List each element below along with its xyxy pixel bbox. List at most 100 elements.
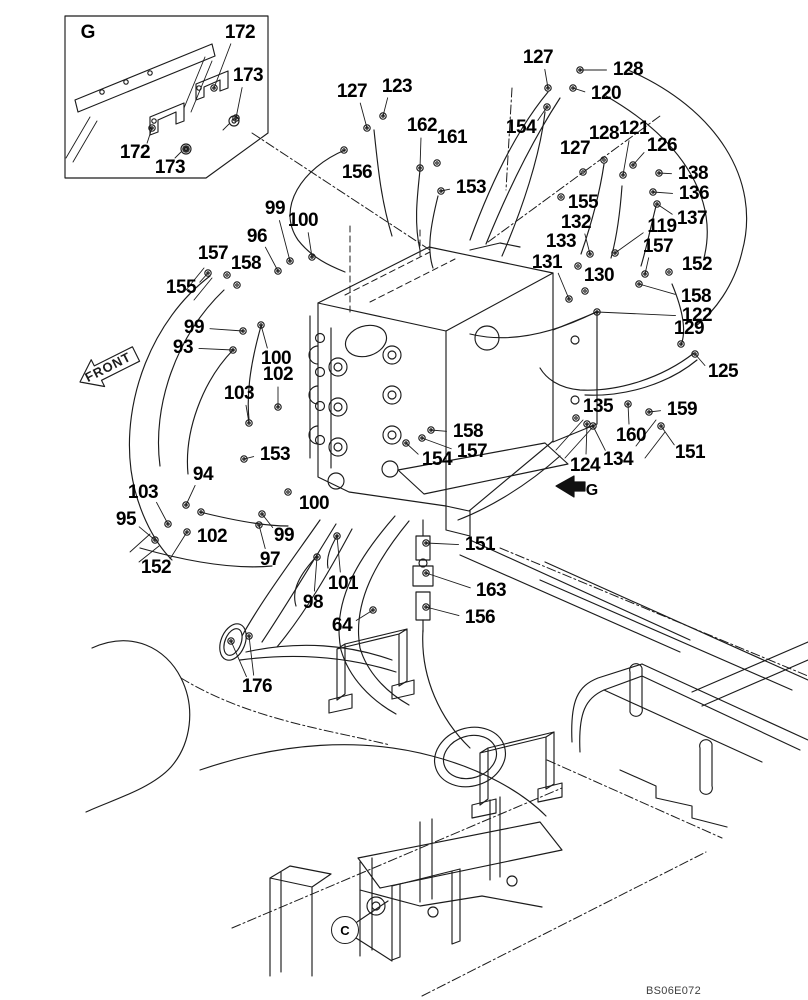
- fitting-glyph-center-101: [335, 534, 339, 538]
- leader-line-103: [156, 501, 169, 525]
- leader-line-162: [419, 137, 422, 169]
- leader-line-124: [585, 423, 588, 455]
- fitting-glyph-center-102: [276, 405, 280, 409]
- part-callout-157: 157: [456, 441, 488, 462]
- fitting-glyph-center-96: [276, 269, 280, 273]
- fitting-glyph-93: [229, 346, 237, 354]
- part-callout-127: 127: [336, 81, 368, 102]
- fitting-glyph-98: [313, 553, 321, 561]
- fitting-glyph-center-151: [424, 541, 428, 545]
- fitting-glyph-center-157: [225, 273, 229, 277]
- part-callout-155: 155: [165, 277, 197, 298]
- part-callout-130: 130: [583, 265, 615, 286]
- part-callout-98: 98: [302, 592, 324, 613]
- fitting-glyph-center-157: [643, 272, 647, 276]
- fitting-glyph-153: [437, 187, 445, 195]
- part-callout-103: 103: [223, 383, 255, 404]
- fitting-glyph-130: [581, 287, 589, 295]
- fitting-glyph-120: [569, 84, 577, 92]
- fitting-glyph-102: [197, 508, 205, 516]
- fitting-glyph-center-158: [429, 428, 433, 432]
- fitting-glyph-center-172: [150, 126, 154, 130]
- part-callout-151: 151: [674, 442, 706, 463]
- part-callout-155: 155: [567, 192, 599, 213]
- fitting-glyph-center-120: [571, 86, 575, 90]
- leader-line-99: [261, 513, 274, 528]
- leader-line-172: [146, 127, 153, 144]
- part-callout-101: 101: [327, 573, 359, 594]
- part-callout-99: 99: [183, 317, 205, 338]
- fitting-glyph-102: [274, 403, 282, 411]
- fitting-glyph-center-122: [595, 310, 599, 314]
- part-callout-135: 135: [582, 396, 614, 417]
- fitting-glyph-center-128: [578, 68, 582, 72]
- fitting-glyph-center-64: [371, 608, 375, 612]
- leader-line-154: [405, 442, 419, 455]
- part-callout-157: 157: [642, 236, 674, 257]
- fitting-glyph-center-93: [231, 348, 235, 352]
- leader-line-100: [260, 324, 268, 349]
- leader-line-151: [425, 542, 459, 546]
- fitting-glyph-center-160: [626, 402, 630, 406]
- fitting-glyph-center-129: [679, 342, 683, 346]
- fitting-glyph-101: [333, 532, 341, 540]
- leader-line-97: [258, 524, 266, 550]
- fitting-glyph-center-158: [637, 282, 641, 286]
- part-callout-154: 154: [505, 117, 537, 138]
- fitting-glyph-center-102: [199, 510, 203, 514]
- part-callout-157: 157: [197, 243, 229, 264]
- fitting-glyph-center-152: [185, 530, 189, 534]
- part-callout-127: 127: [522, 47, 554, 68]
- part-callout-161: 161: [436, 127, 468, 148]
- fitting-glyph-center-100: [310, 255, 314, 259]
- fitting-glyph-center-124: [585, 422, 589, 426]
- fitting-glyph-133: [574, 262, 582, 270]
- fitting-glyph-154: [402, 439, 410, 447]
- fitting-glyph-100: [308, 253, 316, 261]
- leader-line-151: [660, 425, 675, 446]
- leader-line-127: [359, 102, 368, 129]
- leader-line-98: [313, 556, 318, 592]
- part-callout-173: 173: [154, 157, 186, 178]
- fitting-glyph-center-154: [545, 105, 549, 109]
- fitting-glyph-center-130: [583, 289, 587, 293]
- leader-line-157: [421, 437, 452, 450]
- part-callout-136: 136: [678, 183, 710, 204]
- leader-line-154: [537, 106, 548, 121]
- fitting-glyph-121: [619, 171, 627, 179]
- fitting-glyph-center-173: [184, 147, 188, 151]
- fitting-glyph-center-135: [574, 416, 578, 420]
- fitting-glyph-152: [665, 268, 673, 276]
- part-callout-158: 158: [230, 253, 262, 274]
- leader-line-155: [199, 272, 209, 283]
- fitting-glyph-center-153: [242, 457, 246, 461]
- fitting-glyph-center-156: [424, 605, 428, 609]
- section-c-marker: C: [331, 916, 359, 944]
- fitting-glyph-161: [433, 159, 441, 167]
- fitting-glyph-center-119: [613, 251, 617, 255]
- part-callout-99: 99: [264, 198, 286, 219]
- fitting-glyph-95: [151, 536, 159, 544]
- hose-art: [128, 69, 748, 749]
- fitting-glyph-center-121: [621, 173, 625, 177]
- part-callout-95: 95: [115, 509, 137, 530]
- fitting-glyph-128: [600, 156, 608, 164]
- part-callout-96: 96: [246, 226, 268, 247]
- part-callout-103: 103: [127, 482, 159, 503]
- fitting-glyph-64: [369, 606, 377, 614]
- fitting-glyph-119: [611, 249, 619, 257]
- part-callout-126: 126: [646, 135, 678, 156]
- fitting-glyph-center-128: [602, 158, 606, 162]
- fitting-glyph-center-151: [659, 424, 663, 428]
- fitting-glyph-176: [245, 632, 253, 640]
- fitting-glyph-154: [543, 103, 551, 111]
- fitting-glyph-157: [223, 271, 231, 279]
- fitting-glyph-103: [164, 520, 172, 528]
- fitting-glyph-134: [589, 422, 597, 430]
- fitting-glyph-151: [422, 539, 430, 547]
- fitting-glyph-155: [204, 269, 212, 277]
- part-callout-128: 128: [588, 123, 620, 144]
- fitting-glyph-129: [677, 340, 685, 348]
- part-callout-100: 100: [298, 493, 330, 514]
